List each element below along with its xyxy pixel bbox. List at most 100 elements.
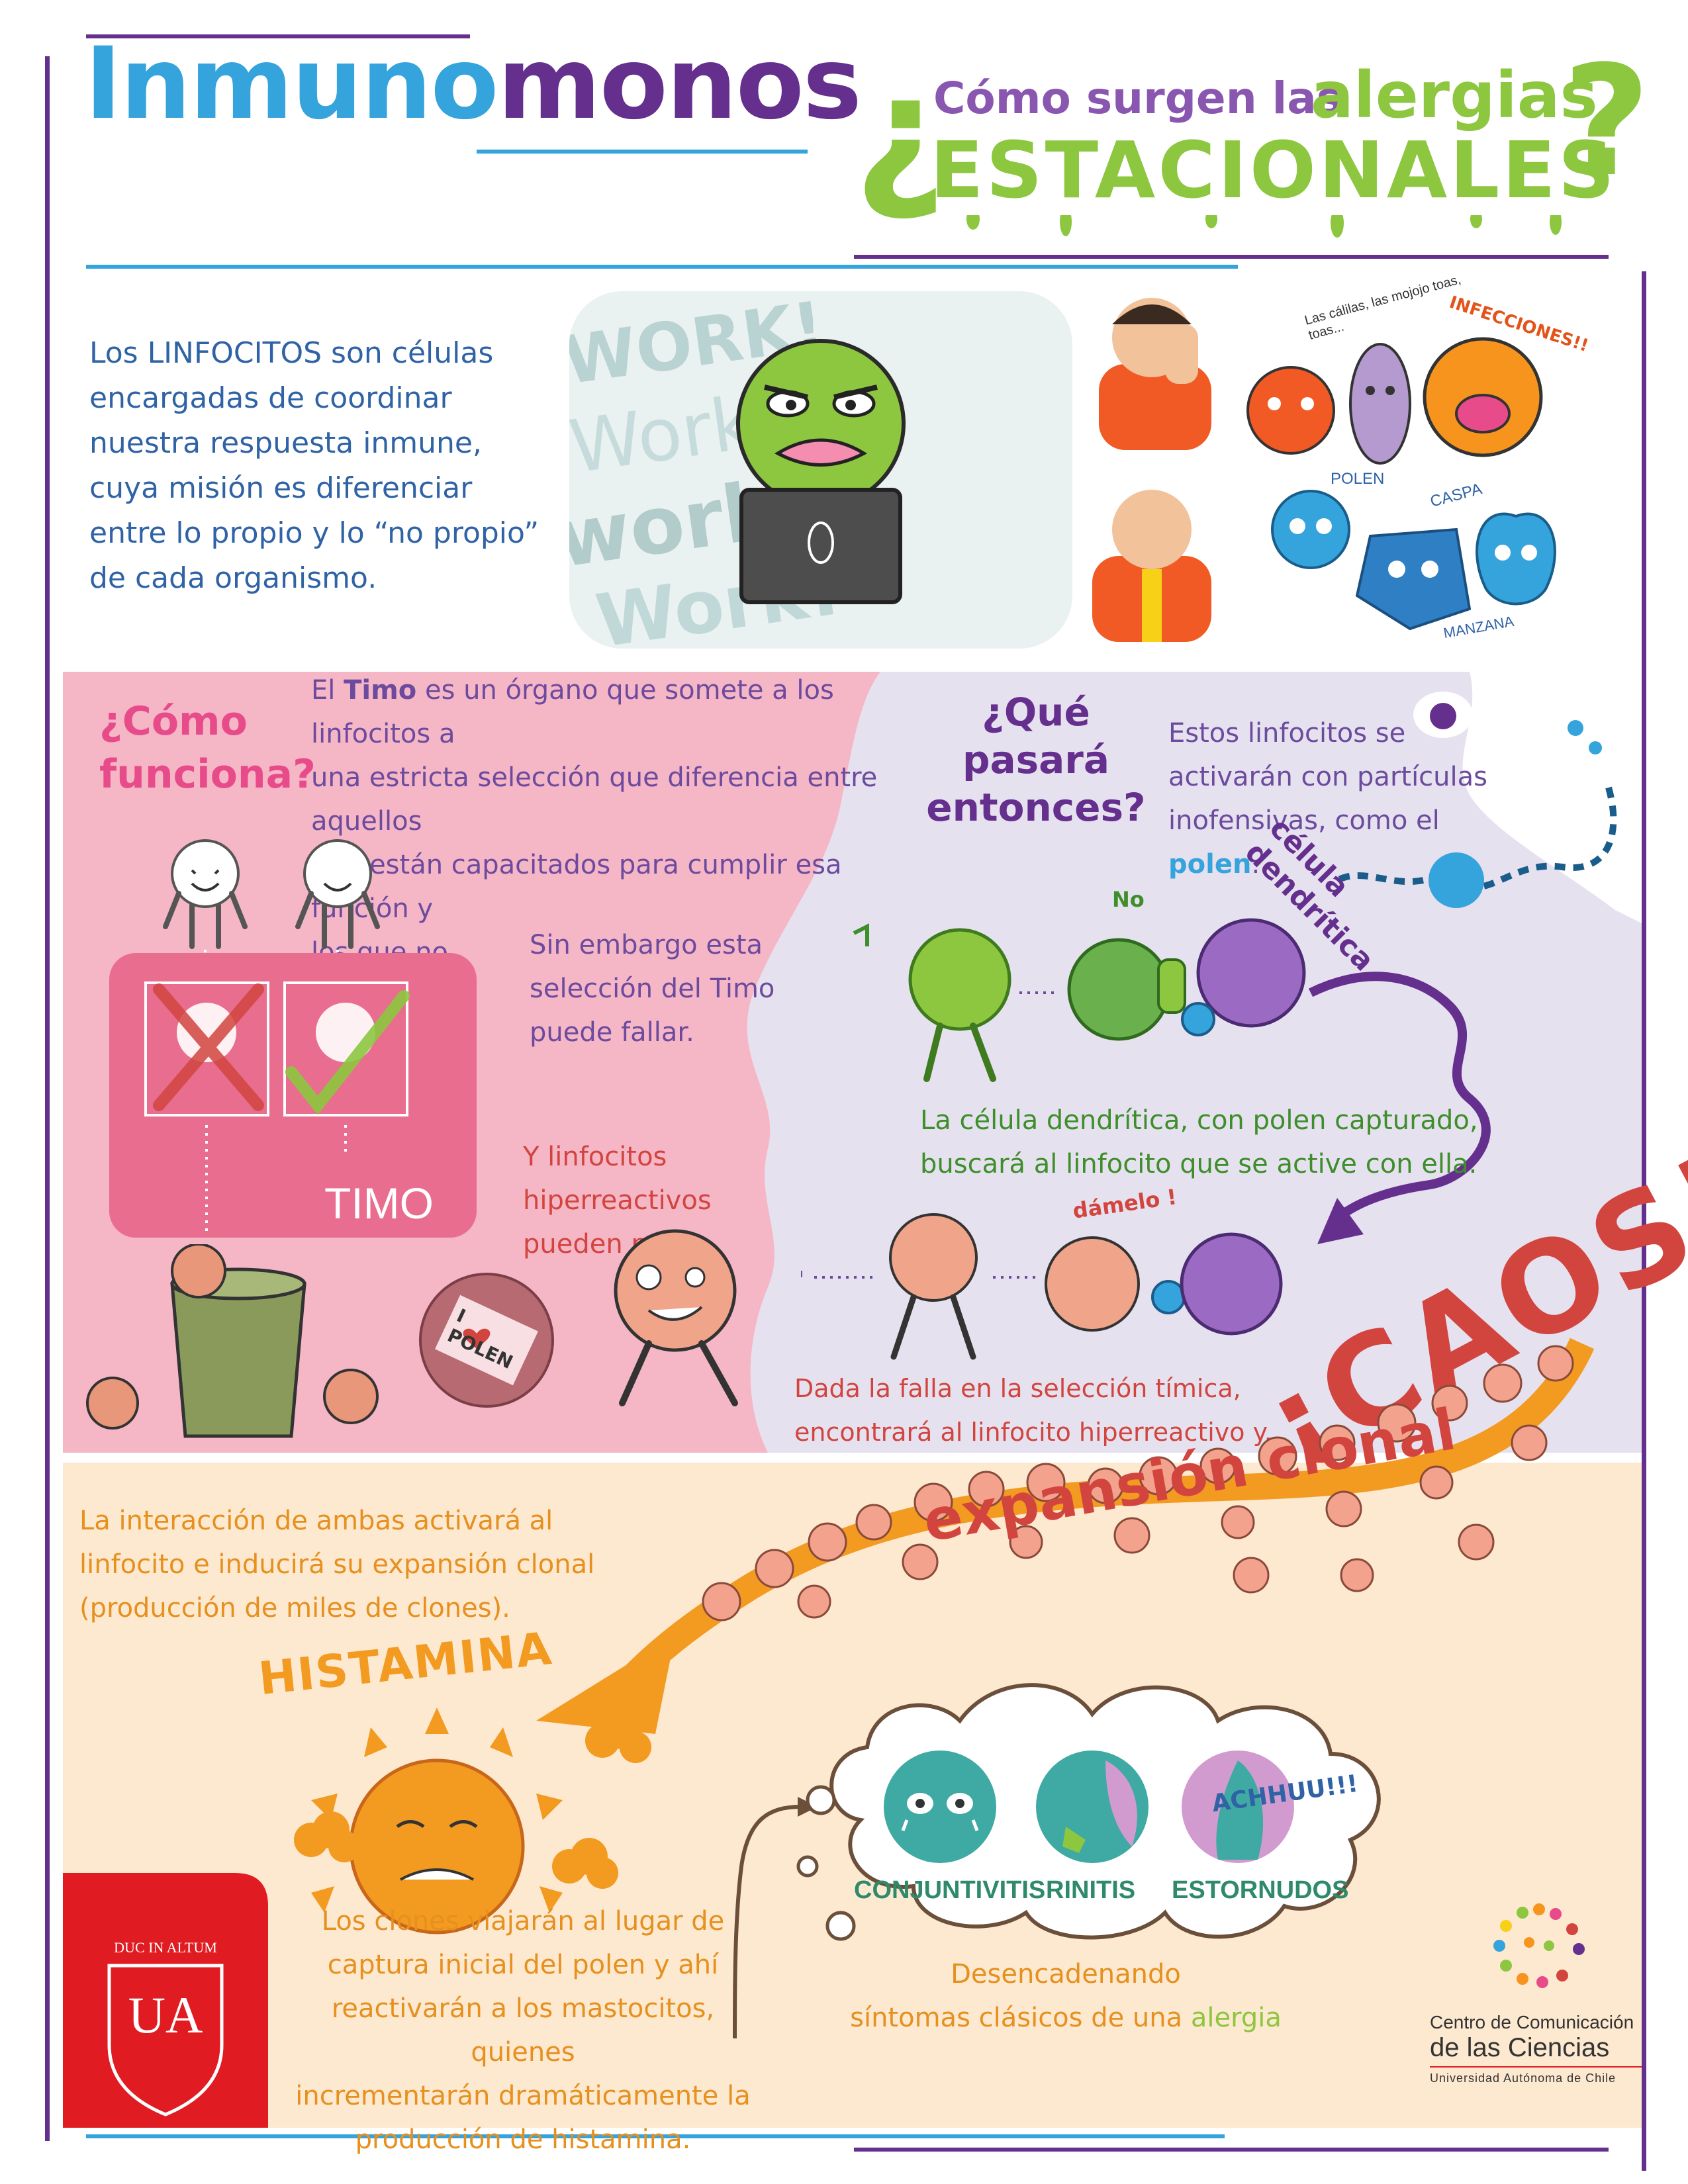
expansion-line: (producción de miles de clones). xyxy=(79,1593,510,1623)
symptom-label-estornudos: ESTORNUDOS xyxy=(1172,1876,1349,1904)
ccc-line-2: de las Ciencias xyxy=(1430,2033,1610,2062)
question-line-1: Cómo surgen las xyxy=(933,73,1343,124)
mast-cell-with-histamine xyxy=(311,1707,563,1934)
clonal-expansion-arrow xyxy=(536,1338,1595,1734)
ccc-logo-mark xyxy=(1493,1903,1585,1988)
trash-can-with-dead-cells xyxy=(86,1244,379,1438)
conclusion-line: Desencadenando xyxy=(951,1959,1181,1989)
polen-badge-circle xyxy=(419,1273,554,1408)
pollen-travel-path xyxy=(1335,720,1617,908)
ua-motto: DUC IN ALTUM xyxy=(114,1939,217,1956)
dandruff-character xyxy=(1355,527,1472,631)
question-open-mark: ¿ xyxy=(854,40,947,225)
top-rule-purple xyxy=(86,34,470,38)
heading-line: ¿Cómo xyxy=(99,698,248,745)
meme-collage: Las cálilas, las mojojo toas, toas... IN… xyxy=(1086,272,1591,649)
que-pasara-text: Estos linfocitos se activarán con partíc… xyxy=(1168,711,1513,886)
timo-description-line: El Timo es un órgano que somete a los li… xyxy=(311,668,933,756)
main-title: Inmunomonos xyxy=(85,26,862,142)
como-funciona-heading: ¿Cómo funciona? xyxy=(99,695,316,801)
text-rest: es un órgano que somete a los linfocitos… xyxy=(311,675,834,749)
hyper-line: hiperreactivos xyxy=(523,1185,712,1216)
red-line: encontrará al linfocito hiperreactivo y.… xyxy=(794,1418,1288,1447)
ua-initials: UA xyxy=(128,1986,203,2044)
text-end: . xyxy=(1251,849,1260,880)
text-line: activarán con partículas xyxy=(1168,762,1487,792)
green-line: La célula dendrítica, con polen capturad… xyxy=(920,1105,1478,1136)
polen-label: POLEN xyxy=(1331,470,1385,488)
clones-line: incrementarán dramáticamente la xyxy=(295,2081,751,2111)
symptom-label-rinitis: RINITIS xyxy=(1046,1876,1136,1904)
timo-bold: Timo xyxy=(344,675,417,705)
lymphocyte-figure-left xyxy=(163,839,248,949)
ua-logo-block xyxy=(63,1873,268,2128)
clones-line: captura inicial del polen y ahí xyxy=(327,1950,719,1980)
meme-person-rejecting xyxy=(1099,298,1211,450)
timo-label: TIMO xyxy=(324,1179,434,1228)
hyper-encounter-text: Dada la falla en la selección tímica, en… xyxy=(794,1367,1297,1454)
ccc-university: Universidad Autónoma de Chile xyxy=(1430,2071,1617,2085)
intro-line: cuya misión es diferenciar xyxy=(89,471,473,505)
slime-drips xyxy=(966,215,1562,238)
estornudos-icon xyxy=(1182,1751,1294,1863)
hyper-line: Y linfocitos xyxy=(523,1142,667,1172)
ccc-bold: Comunicación xyxy=(1516,2012,1634,2032)
question-heading: ¿ Cómo surgen las alergias ESTACIONALES … xyxy=(854,34,1651,238)
conjuntivitis-icon xyxy=(884,1751,996,1863)
intro-line: nuestra respuesta inmune, xyxy=(89,426,482,460)
ccc-prefix: Centro de xyxy=(1430,2012,1511,2032)
heading-line: entonces? xyxy=(926,785,1146,830)
expansion-line: La interacción de ambas activará al xyxy=(79,1506,553,1536)
no-label: No xyxy=(1112,887,1145,912)
angry-orange-germ xyxy=(1423,337,1543,457)
clones-text: Los clones viajarán al lugar de captura … xyxy=(285,1899,761,2161)
text-line: Estos linfocitos se xyxy=(1168,718,1406,749)
meme-person-approving xyxy=(1092,490,1211,642)
intro-line: entre lo propio y lo “no propio” xyxy=(89,516,539,550)
text-line: inofensivas, como el polen. xyxy=(1168,799,1513,886)
lymphocyte-figure-right xyxy=(295,839,380,949)
fail-line: puede fallar. xyxy=(530,1017,694,1048)
text-prefix: El xyxy=(311,675,336,705)
selection-fail-text: Sin embargo esta selección del Timo pued… xyxy=(530,923,781,1054)
symptom-label-conjuntivitis: CONJUNTIVITIS xyxy=(854,1876,1046,1904)
left-frame-line xyxy=(45,56,50,2141)
orange-virus xyxy=(1246,366,1335,455)
question-close-mark: ? xyxy=(1562,34,1651,210)
intro-line: Los LINFOCITOS son células xyxy=(89,336,494,370)
pollen-character xyxy=(1271,490,1350,569)
hyperreactive-lymphocyte xyxy=(614,1229,738,1406)
expansion-text: La interacción de ambas activará al linf… xyxy=(79,1499,622,1630)
dendritic-search-text: La célula dendrítica, con polen capturad… xyxy=(920,1099,1516,1186)
expansion-line: linfocito e inducirá su expansión clonal xyxy=(79,1549,595,1580)
title-part-2: monos xyxy=(497,26,862,142)
question-highlight: alergias xyxy=(1311,58,1598,132)
dendritic-cell-scene xyxy=(853,918,1306,1082)
fail-line: selección del Timo xyxy=(530,974,775,1004)
red-line: Dada la falla en la selección tímica, xyxy=(794,1374,1241,1403)
histamine-cloud-left xyxy=(294,1811,360,1862)
timo-description: El Timo es un órgano que somete a los li… xyxy=(311,668,933,974)
ccc-divider xyxy=(1430,2066,1642,2068)
purple-bacteria xyxy=(1349,343,1411,465)
text-prefix: inofensivas, como el xyxy=(1168,805,1440,836)
alergia-highlight: alergia xyxy=(1190,2003,1282,2033)
eye-decoration xyxy=(1413,692,1473,738)
bottom-rule-blue xyxy=(86,2134,1225,2138)
heading-line: funciona? xyxy=(99,751,316,797)
intro-text: Los LINFOCITOS son células encargadas de… xyxy=(89,331,566,601)
right-frame-line xyxy=(1642,271,1646,2171)
clones-line: Los clones viajarán al lugar de xyxy=(321,1906,725,1936)
bottom-rule-purple xyxy=(854,2148,1609,2152)
histamine-cloud-mid xyxy=(552,1838,618,1889)
histamine-cloud-right xyxy=(585,1712,651,1763)
fail-line: Sin embargo esta xyxy=(530,930,763,960)
clones-line: producción de histamina. xyxy=(355,2124,691,2155)
conclusion-text: Desencadenando síntomas clásicos de una … xyxy=(814,1952,1317,2040)
intro-line: encargadas de coordinar xyxy=(89,381,452,415)
section-rule-purple xyxy=(854,255,1609,259)
header-underline-blue xyxy=(477,150,808,154)
clones-line: reactivarán a los mastocitos, quienes xyxy=(331,1993,715,2068)
conclusion-prefix: síntomas clásicos de una xyxy=(850,2003,1183,2033)
heading-line: pasará xyxy=(962,737,1110,782)
